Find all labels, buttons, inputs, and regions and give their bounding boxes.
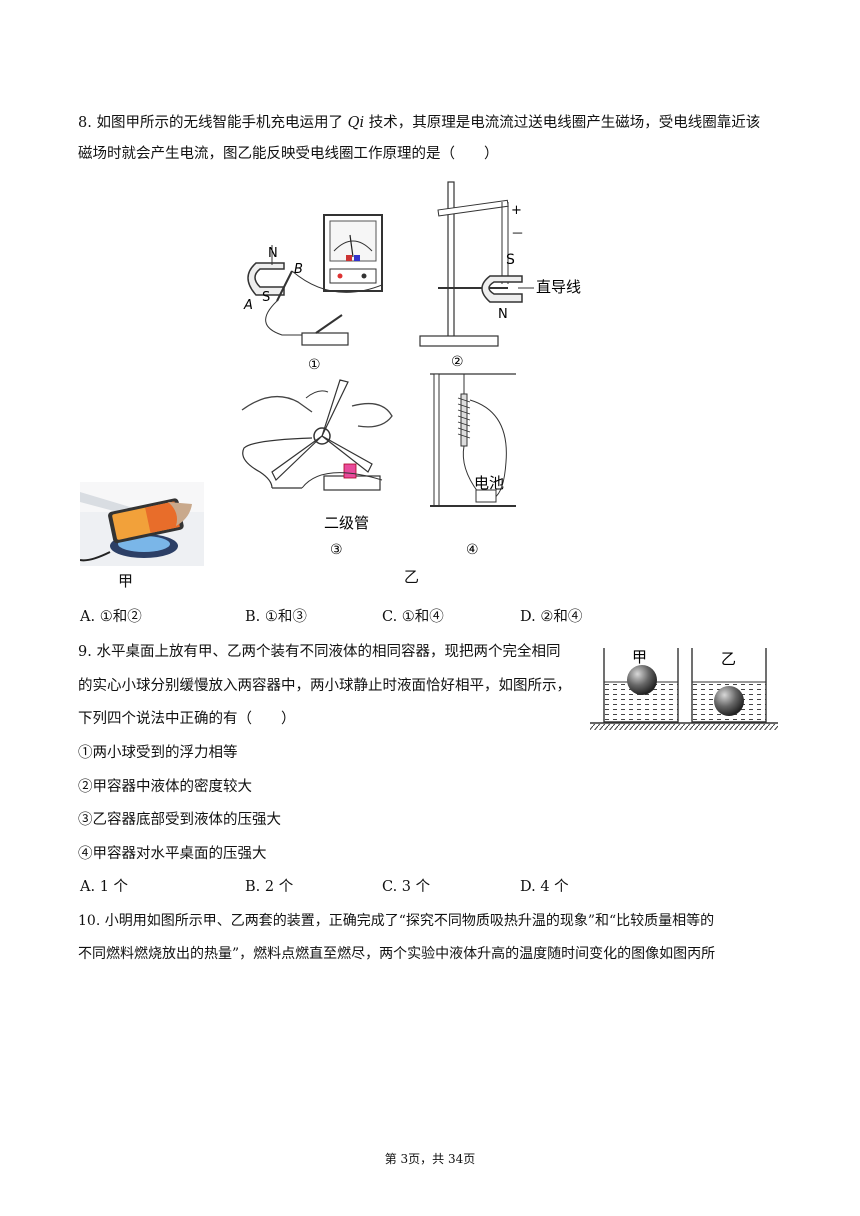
page-footer: 第 3页，共 34页 [384, 1152, 476, 1166]
electromagnet-icon [460, 393, 468, 447]
table-surface [590, 724, 778, 730]
stand-rod-icon [447, 181, 455, 341]
q10-line-1: 10. 小明用如图所示甲、乙两套的装置，正确完成了“探究不同物质吸热升温的现象”… [78, 913, 715, 929]
horseshoe-magnet-icon [481, 275, 523, 303]
q9-option-b[interactable]: B. 2 个 [245, 879, 294, 895]
hand-icon [168, 502, 192, 526]
ball-jia-icon [627, 665, 657, 695]
fan-blade-icon [321, 379, 349, 437]
q9-option-c[interactable]: C. 3 个 [382, 879, 431, 895]
fig2-s-label: S [506, 252, 515, 268]
q8-figure-jia-phone-charger [80, 482, 204, 566]
q9-option-d[interactable]: D. 4 个 [520, 879, 569, 895]
fig1-n-label: N [268, 246, 278, 261]
fig1-number: ① [308, 357, 321, 373]
q8-label-yi: 乙 [404, 568, 420, 586]
horseshoe-magnet-icon [247, 262, 285, 296]
fig2-n-label: N [498, 307, 508, 322]
q8-line-1: 8. 如图甲所示的无线智能手机充电运用了 Qi 技术，其原理是电流流过送电线圈产… [78, 113, 760, 133]
hand-icon [351, 402, 393, 428]
q8-figure-1: N B A S ① [243, 214, 383, 373]
fig4-number: ④ [466, 542, 479, 558]
q9-statement-2: ②甲容器中液体的密度较大 [78, 779, 252, 795]
q9-line-2: 的实心小球分别缓慢放入两容器中，两小球静止时液面恰好相平，如图所示， [78, 678, 571, 694]
q8-option-d[interactable]: D. ②和④ [520, 609, 583, 625]
battery-icon [475, 489, 497, 503]
container-jia [603, 648, 679, 723]
diode-icon [343, 463, 357, 479]
q8-option-a[interactable]: A. ①和② [80, 609, 142, 625]
cup-jia-label: 甲 [632, 648, 647, 666]
q8-line-1-b: 技术，其原理是电流流过送电线圈产生磁场，受电线圈靠近该 [364, 115, 761, 131]
q9-statement-3: ③乙容器底部受到液体的压强大 [78, 812, 281, 828]
fig3-number: ③ [330, 542, 343, 558]
q8-qi-term: Qi [347, 115, 365, 131]
q8-option-b[interactable]: B. ①和③ [245, 609, 307, 625]
q8-figure-2: + － S N 直导线 ② [419, 181, 581, 370]
q9-statement-4: ④甲容器对水平桌面的压强大 [78, 846, 267, 862]
hand-icon [241, 395, 313, 413]
fig2-minus-label: － [511, 227, 524, 242]
fig2-number: ② [451, 354, 464, 370]
q8-figure-4: 电池 ④ [430, 373, 516, 558]
fig1-b-label: B [294, 262, 303, 277]
q8-label-jia: 甲 [118, 572, 134, 590]
q8-option-c[interactable]: C. ①和④ [382, 609, 444, 625]
fig2-plus-label: + [511, 203, 522, 218]
q9-line-1: 9. 水平桌面上放有甲、乙两个装有不同液体的相同容器，现把两个完全相同 [78, 644, 561, 660]
fig1-s-label: S [262, 290, 270, 305]
fig1-a-label: A [243, 298, 253, 313]
q9-line-3: 下列四个说法中正确的有（ ） [78, 711, 296, 727]
q8-figure-3: 二级管 ③ [241, 379, 393, 558]
container-yi [691, 648, 767, 723]
q9-figure-containers: 甲 乙 [590, 648, 778, 730]
q10-line-2: 不同燃料燃烧放出的热量”，燃料点燃直至燃尽，两个实验中液体升高的温度随时间变化的… [78, 946, 716, 962]
fig4-battery-label: 电池 [474, 474, 504, 492]
q8-line-1-a: 8. 如图甲所示的无线智能手机充电运用了 [78, 115, 348, 131]
switch-icon [301, 332, 349, 346]
fig2-wire-label: 直导线 [536, 278, 581, 296]
q9-statement-1: ①两小球受到的浮力相等 [78, 745, 238, 761]
q8-line-2: 磁场时就会产生电流，图乙能反映受电线圈工作原理的是（ ） [78, 146, 499, 162]
cup-yi-label: 乙 [721, 650, 736, 668]
q9-option-a[interactable]: A. 1 个 [80, 879, 129, 895]
phone-icon [108, 498, 184, 544]
ball-yi-icon [714, 686, 744, 716]
fig3-diode-label: 二级管 [324, 514, 369, 532]
